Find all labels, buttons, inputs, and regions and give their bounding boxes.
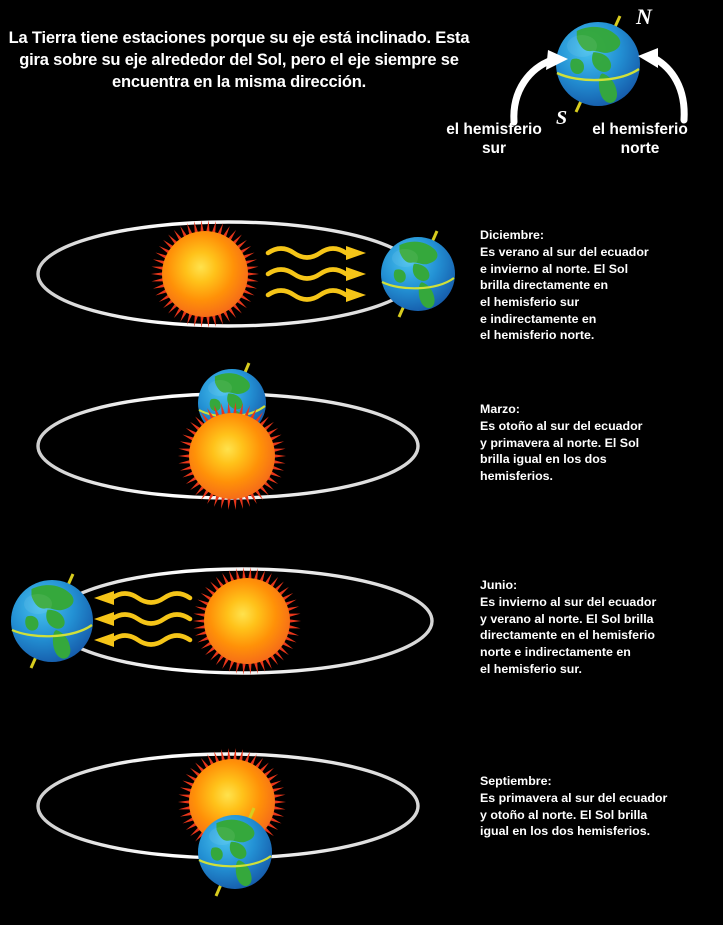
- season-body-junio: Es invierno al sur del ecuador y verano …: [480, 595, 657, 676]
- header-globe-figure: N S el hemisferio sur el hemisferio nort…: [446, 2, 723, 172]
- sun-marzo: [178, 402, 286, 510]
- sun-diciembre: [151, 220, 259, 328]
- season-month-junio: Junio:: [480, 577, 518, 592]
- equator-line: [11, 624, 93, 638]
- season-month-septiembre: Septiembre:: [480, 773, 552, 788]
- sun-disc: [162, 231, 248, 317]
- season-panel-diciembre: Diciembre: Es verano al sur del ecuador e…: [0, 196, 723, 356]
- season-panel-marzo: Marzo: Es otoño al sur del ecuador y prim…: [0, 348, 723, 518]
- north-hemisphere-arrow: [638, 48, 688, 124]
- season-month-marzo: Marzo:: [480, 401, 520, 416]
- earth-junio: [11, 573, 93, 669]
- equator-line: [198, 855, 272, 868]
- earth-diciembre: [381, 230, 455, 318]
- season-body-septiembre: Es primavera al sur del ecuador y otoño …: [480, 791, 668, 839]
- orbit-figure-septiembre: [36, 748, 420, 897]
- sun-disc: [189, 413, 275, 499]
- ray-arrowheads-diciembre: [346, 246, 366, 302]
- ray-arrowheads-junio: [94, 591, 114, 647]
- season-description-junio: Junio: Es invierno al sur del ecuador y v…: [480, 560, 718, 677]
- sun-junio: [193, 567, 301, 675]
- sun-corona-spikes: [151, 220, 259, 328]
- hemisphere-south-label: el hemisferio sur: [446, 121, 542, 158]
- pole-south-label: S: [556, 107, 567, 129]
- season-body-marzo: Es otoño al sur del ecuador y primavera …: [480, 419, 643, 484]
- season-description-diciembre: Diciembre: Es verano al sur del ecuador e…: [480, 210, 718, 344]
- earth-septiembre: [198, 807, 272, 897]
- sun-corona-spikes: [178, 402, 286, 510]
- intro-paragraph: La Tierra tiene estaciones porque su eje…: [8, 29, 470, 91]
- header-globe-svg: N S: [510, 4, 688, 129]
- equator-line: [381, 277, 455, 290]
- season-description-septiembre: Septiembre: Es primavera al sur del ecuad…: [480, 756, 718, 840]
- season-month-diciembre: Diciembre:: [480, 227, 545, 242]
- season-panel-septiembre: Septiembre: Es primavera al sur del ecuad…: [0, 734, 723, 924]
- sunlight-rays-junio: [109, 591, 193, 647]
- south-hemisphere-arrow: [510, 50, 568, 126]
- hemisphere-north-label: el hemisferio norte: [592, 121, 688, 158]
- sun-corona-spikes: [193, 567, 301, 675]
- orbit-figure-junio: [11, 567, 434, 675]
- season-body-diciembre: Es verano al sur del ecuador e invierno …: [480, 245, 649, 343]
- sun-disc: [204, 578, 290, 664]
- season-panel-junio: Junio: Es invierno al sur del ecuador y v…: [0, 536, 723, 706]
- pole-north-label: N: [635, 4, 653, 29]
- season-description-marzo: Marzo: Es otoño al sur del ecuador y prim…: [480, 384, 718, 485]
- orbit-figure-marzo: [36, 362, 420, 510]
- orbit-figure-diciembre: [36, 220, 455, 328]
- equator-line: [556, 67, 640, 82]
- sun-corona-spikes: [151, 220, 259, 328]
- sunlight-rays-diciembre: [265, 246, 349, 302]
